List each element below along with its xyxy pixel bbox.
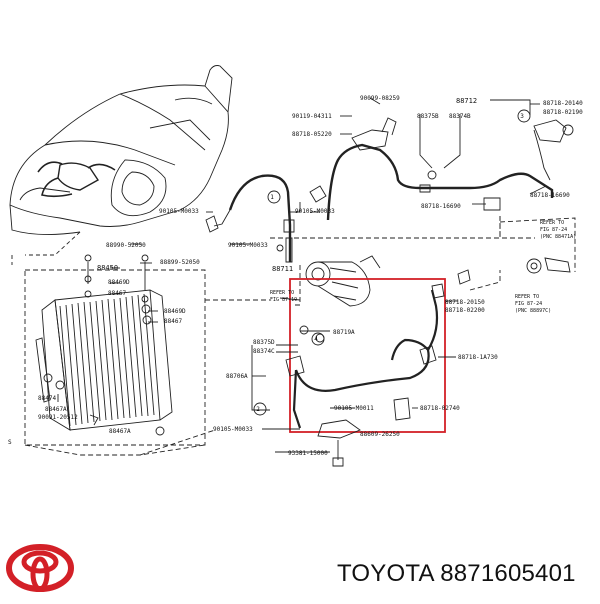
refer-fig-c: FIG 87-24 (515, 301, 542, 307)
label-88374B: 88374B (449, 113, 471, 120)
refer-pnc-c: (PNC 88897C) (515, 308, 551, 314)
refer-fig-a: FIG 87-19 (270, 297, 297, 303)
tube-88716-highlighted (285, 289, 439, 439)
label-88718-02740: 88718-02740 (420, 405, 460, 412)
label-88712: 88712 (456, 97, 477, 105)
leader-car (25, 231, 81, 256)
label-90091-20512: 90091-20512 (38, 414, 78, 421)
section-mark: S (8, 439, 12, 446)
label-90105-M0033-a: 90105-M0033 (159, 208, 199, 215)
label-90099-08259: 90099-08259 (360, 95, 400, 102)
label-88450: 88450 (97, 264, 118, 272)
label-93381-15000: 93381-15000 (288, 450, 328, 457)
brand-part-number: TOYOTA 8871605401 (337, 560, 576, 587)
label-88711: 88711 (272, 265, 293, 273)
label-88609-26250: 88609-26250 (360, 431, 400, 438)
label-88374C: 88374C (253, 348, 275, 355)
label-90105-M0011: 90105-M0011 (334, 405, 374, 412)
pipe-88712 (309, 117, 574, 221)
label-90105-M0033-c: 90105-M0033 (228, 242, 268, 249)
label-88375B: 88375B (417, 113, 439, 120)
label-90119-04311: 90119-04311 (292, 113, 332, 120)
callout-circle-1 (267, 190, 281, 204)
refer-fig-b: FIG 87-24 (540, 227, 567, 233)
refer-to-b: REFER TO (540, 220, 564, 226)
condenser-illustration (35, 254, 173, 436)
label-88718-20140: 88718-20140 (543, 100, 583, 107)
callout-number-1: 1 (270, 194, 274, 201)
label-88467-a: 88467 (108, 290, 126, 297)
refer-to-c: REFER TO (515, 294, 539, 300)
label-88718-20150: 88718-20150 (445, 299, 485, 306)
compressor-illustration (305, 255, 381, 307)
callout-circle-4 (311, 332, 325, 346)
callout-number-3: 3 (520, 113, 524, 120)
callout-circle-3 (517, 109, 531, 123)
label-90105-M0033-d: 90105-M0033 (213, 426, 253, 433)
condenser-box (24, 269, 206, 446)
car-illustration (9, 65, 233, 236)
label-88469D-b: 88469D (164, 308, 186, 315)
fitting-right (431, 257, 571, 299)
label-88718-05220: 88718-05220 (292, 131, 332, 138)
toyota-logo (6, 544, 74, 592)
refer-to-a: REFER TO (270, 290, 294, 296)
label-88718-16690-a: 88718-16690 (530, 192, 570, 199)
highlight-frame (289, 278, 446, 433)
label-88375D: 88375D (253, 339, 275, 346)
label-88469D-a: 88469D (108, 279, 130, 286)
label-90105-M0033-b: 90105-M0033 (295, 208, 335, 215)
label-88467-b: 88467 (164, 318, 182, 325)
label-88719A: 88719A (333, 329, 355, 336)
label-88718-16690-b: 88718-16690 (421, 203, 461, 210)
callout-number-4: 4 (314, 336, 318, 343)
callout-circle-2 (253, 402, 267, 416)
label-88899-52050: 88899-52050 (160, 259, 200, 266)
callout-number-2: 2 (256, 406, 260, 413)
label-88718-02200: 88718-02200 (445, 307, 485, 314)
label-88474: 88474 (38, 395, 56, 402)
label-88990-52050: 88990-52050 (106, 242, 146, 249)
label-88467A-a: 88467A (45, 406, 67, 413)
refer-pnc-b: (PNC 88471A) (540, 234, 576, 240)
label-88718-1A730: 88718-1A730 (458, 354, 498, 361)
label-88467A-b: 88467A (109, 428, 131, 435)
hose-88711 (205, 174, 295, 263)
label-88706A: 88706A (226, 373, 248, 380)
label-88718-02190: 88718-02190 (543, 109, 583, 116)
